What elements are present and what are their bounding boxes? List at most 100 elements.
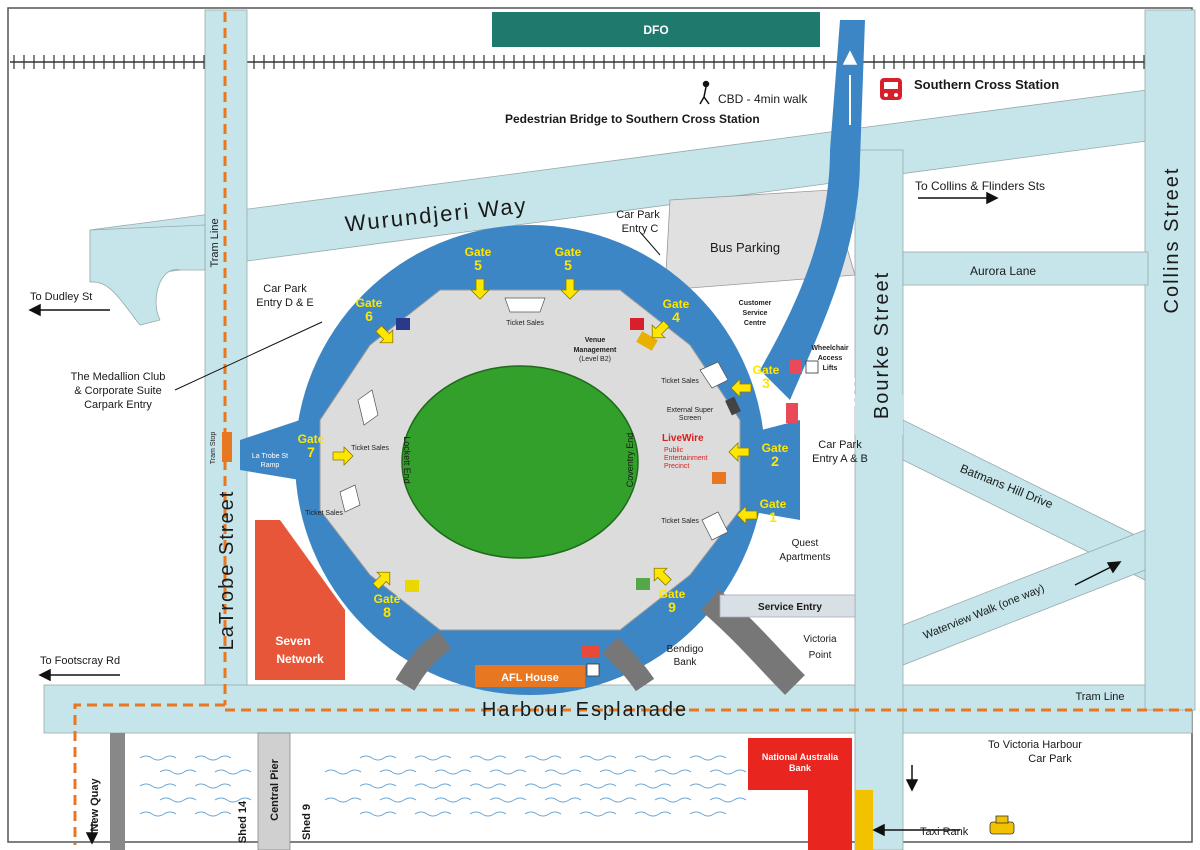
walking-icon [699,80,710,105]
car-park-c-line2: Entry C [622,223,659,235]
wheelchair-line1: Wheelchair [811,345,849,352]
service-entry-label: Service Entry [758,602,822,613]
gate-number-label: 5 [564,257,572,273]
car-park-c-line1: Car Park [616,209,660,221]
taxi-icon [989,815,1015,835]
gate-arrow-icon [372,571,391,590]
gate-word-label: Gate [663,297,690,311]
bus-parking-label: Bus Parking [710,240,780,255]
gate-arrow-icon [728,442,750,462]
collins-street-road [1144,9,1196,711]
east-ramp [742,420,800,520]
lift-markers [396,318,726,592]
to-collins-flinders-label: To Collins & Flinders Sts [915,179,1045,193]
pedestrian-bridge-label: Pedestrian Bridge to Southern Cross Stat… [505,112,760,126]
dfo-label: DFO [643,23,668,37]
afl-house-label: AFL House [501,672,559,684]
gate-arrow-icon [651,320,670,339]
livewire-label: LiveWire [662,433,704,444]
external-screen-box [725,396,741,416]
livewire-sub2: Entertainment [664,455,708,462]
lift-icon-gate2 [712,472,726,484]
tram-line-vertical-label: Tram Line [209,218,221,267]
car-park-ab-marker [786,403,798,423]
latrobe-ramp-line2: Ramp [261,462,280,469]
crosswalk-stripes [800,378,855,406]
gate-arrow-icon [653,567,672,586]
waterview-walk-road [902,529,1146,666]
nab-line2: Bank [789,763,812,773]
gate-number-label: 2 [771,453,779,469]
gate-word-label: Gate [465,245,492,259]
gate-arrow-icon [375,325,394,344]
playing-field [401,365,639,559]
to-footscray-label: To Footscray Rd [40,655,120,667]
bendigo-line1: Bendigo [667,644,704,655]
ticket-sales-booths [339,297,729,541]
harbour-esplanade-label: Harbour Esplanade [482,699,688,721]
bourke-street-road [854,149,904,850]
taxi-rank-bay [855,790,873,850]
ticket-sales-label-southwest: Ticket Sales [305,510,343,517]
livewire-sub3: Precinct [664,463,689,470]
seven-network-building [255,520,345,680]
ticket-sales-label-west: Ticket Sales [351,445,389,452]
venue-mgmt-line2: Management [574,347,617,354]
lift-icon-gate9 [636,578,650,590]
bus-parking-area [664,189,856,291]
seven-network-line1: Seven [275,634,310,648]
gate-word-label: Gate [760,497,787,511]
venue-management-box [636,331,658,351]
quest-line1: Quest [792,538,819,549]
gate-number-label: 1 [769,509,777,525]
latrobe-ramp [240,420,300,480]
lift-icon-gate6 [396,318,410,330]
new-quay-label: New Quay [89,778,101,832]
central-pier [257,732,291,850]
lockett-end-label: Lockett End [402,436,412,484]
tram-stop-marker [222,432,232,462]
aurora-lane-label: Aurora Lane [970,264,1036,278]
ticket-sales-label-east: Ticket Sales [661,378,699,385]
harbour-water [139,755,747,817]
afl-house-building [475,665,585,687]
tram-line-horizontal-label: Tram Line [1075,691,1124,703]
car-park-c-pointer [639,231,661,256]
customer-service-line1: Customer [739,300,772,307]
external-screen-line2: Screen [679,415,701,422]
gate-arrow-icon [736,505,758,525]
quest-line2: Apartments [779,552,830,563]
cbd-walk-label: CBD - 4min walk [718,92,808,106]
victoria-point-line2: Point [809,650,832,661]
gate-number-label: 4 [672,309,680,325]
venue-mgmt-line1: Venue [585,337,606,344]
roads [43,9,1196,850]
taxi-rank-label: Taxi Rank [920,826,969,838]
gate-word-label: Gate [374,592,401,606]
dudley-loop-road [89,224,206,326]
wheelchair-lift-marker [790,360,802,374]
gate-word-label: Gate [356,296,383,310]
medallion-line2: & Corporate Suite [74,385,161,397]
customer-service-line3: Centre [744,320,766,327]
wheelchair-line2: Access [818,355,843,362]
afl-wheelchair-icon [586,663,600,677]
latrobe-ramp-line1: La Trobe St [252,453,288,460]
gate-arrow-icon [730,378,752,398]
to-victoria-harbour-line1: To Victoria Harbour [988,739,1082,751]
gate-number-label: 6 [365,308,373,324]
train-icon [880,78,902,100]
coventry-end-label: Coventry End [625,433,635,488]
to-victoria-harbour-line2: Car Park [1028,753,1072,765]
car-park-ab-line1: Car Park [818,439,862,451]
southern-cross-label: Southern Cross Station [914,77,1059,92]
nab-building [748,738,852,850]
wheelchair-icon [805,360,819,374]
gate-number-label: 7 [307,444,315,460]
gate-arrow-icon [560,278,580,300]
medallion-line1: The Medallion Club [71,371,166,383]
direction-arrows [28,50,1122,845]
bendigo-line2: Bank [674,657,698,668]
gate-arrow-icon [470,278,490,300]
